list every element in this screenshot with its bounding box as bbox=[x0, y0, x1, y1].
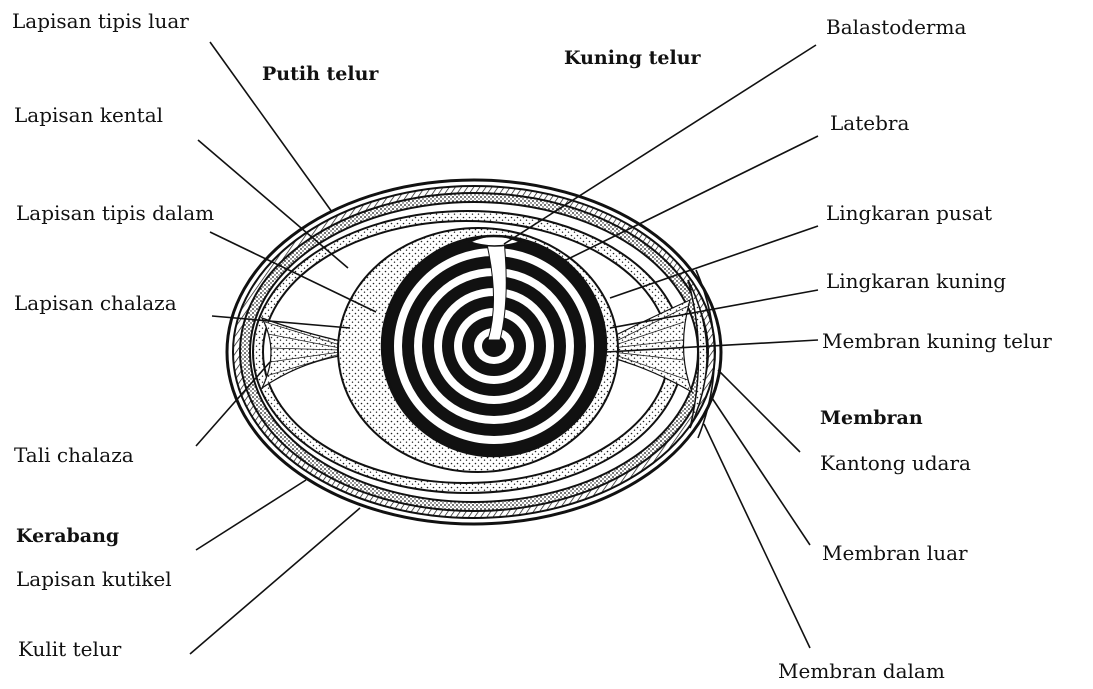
label-latebra: Latebra bbox=[830, 111, 909, 135]
label-lingkaran-pusat: Lingkaran pusat bbox=[826, 201, 992, 225]
label-kerabang: Kerabang bbox=[16, 525, 119, 547]
label-putih-telur: Putih telur bbox=[262, 63, 379, 85]
label-kantong-udara: Kantong udara bbox=[820, 451, 971, 475]
label-tali-chalaza: Tali chalaza bbox=[14, 443, 134, 467]
yolk bbox=[338, 228, 618, 472]
label-membran-dalam: Membran dalam bbox=[778, 659, 945, 683]
label-lapisan-kutikel: Lapisan kutikel bbox=[16, 567, 172, 591]
label-membran: Membran bbox=[820, 407, 923, 429]
label-lapisan-tipis-luar: Lapisan tipis luar bbox=[12, 9, 189, 33]
label-lingkaran-kuning: Lingkaran kuning bbox=[826, 269, 1006, 293]
label-membran-kuning-telur: Membran kuning telur bbox=[822, 329, 1052, 353]
label-lapisan-kental: Lapisan kental bbox=[14, 103, 163, 127]
label-balastoderma: Balastoderma bbox=[826, 15, 966, 39]
label-lapisan-chalaza: Lapisan chalaza bbox=[14, 291, 177, 315]
label-kulit-telur: Kulit telur bbox=[18, 637, 122, 661]
label-kuning-telur: Kuning telur bbox=[564, 47, 702, 69]
label-lapisan-tipis-dalam: Lapisan tipis dalam bbox=[16, 201, 214, 225]
label-membran-luar: Membran luar bbox=[822, 541, 968, 565]
